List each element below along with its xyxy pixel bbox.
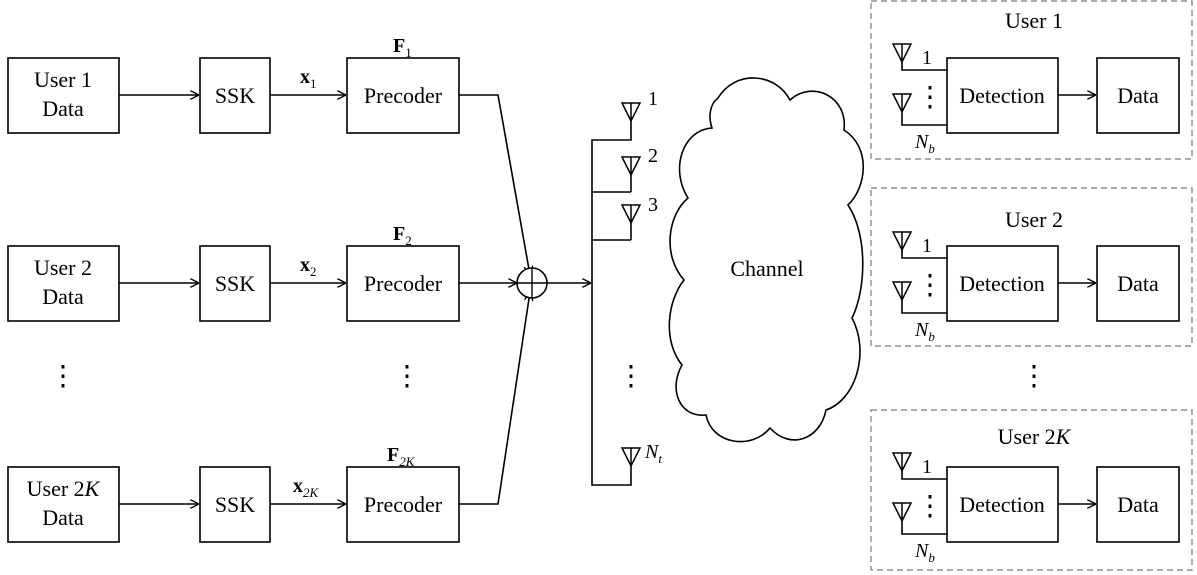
antenna-icon <box>891 502 913 523</box>
receivers-ellipsis: ⋮ <box>1020 361 1048 392</box>
channel-cloud: Channel <box>668 77 865 443</box>
antenna-icon <box>620 156 642 177</box>
matrix-f2: F2 <box>393 223 412 248</box>
matrix-f1: F1 <box>393 35 412 60</box>
ssk-label-1: SSK <box>215 83 255 108</box>
user-1-label: User 1 <box>34 67 92 92</box>
rx-feed-1 <box>901 250 947 259</box>
data-label-2k: Data <box>1117 492 1159 517</box>
rx-antenna-nb-label: Nb <box>914 319 935 344</box>
data-label-1: Data <box>1117 83 1159 108</box>
ssk-label-2k: SSK <box>215 492 255 517</box>
tx-antenna-ellipsis: ⋮ <box>617 361 645 392</box>
detection-label-1: Detection <box>959 83 1045 108</box>
precoder-box-2k <box>346 466 460 543</box>
antenna-icon <box>620 447 642 468</box>
rx-antenna-ellipsis: ⋮ <box>916 270 944 301</box>
tx-antenna-array: 1 2 3 ⋮ Nt <box>591 88 662 486</box>
rx-antenna-nb-label: Nb <box>914 131 935 156</box>
ssk-box-2 <box>199 245 271 322</box>
precoder-label-1: Precoder <box>364 83 443 108</box>
antenna-icon <box>891 231 913 252</box>
rx-antenna-1-label: 1 <box>922 47 932 69</box>
antenna-icon <box>620 204 642 225</box>
tx-antenna-3-label: 3 <box>648 194 658 216</box>
antenna-icon <box>891 43 913 64</box>
receiver-user-2k: User 2K 1 ⋮ Nb Detection Data <box>870 409 1193 571</box>
data-box-2 <box>1096 245 1180 322</box>
signal-x2: x2 <box>300 254 317 279</box>
channel-label: Channel <box>730 256 803 281</box>
receiver-frame-2k <box>870 409 1193 571</box>
user-2-data-label: Data <box>42 284 84 309</box>
precoder-label-2: Precoder <box>364 271 443 296</box>
antenna-feed-bus <box>591 121 632 486</box>
precoder-box-1 <box>346 57 460 134</box>
ssk-box-1 <box>199 57 271 134</box>
summation-node <box>516 267 548 299</box>
tx-antenna-2-label: 2 <box>648 145 658 167</box>
ssk-label-2: SSK <box>215 271 255 296</box>
receiver-2k-title: User 2K <box>998 424 1072 449</box>
receiver-user-2: User 2 1 ⋮ Nb Detection Data <box>870 187 1193 347</box>
detection-label-2: Detection <box>959 271 1045 296</box>
rx-antenna-ellipsis: ⋮ <box>916 491 944 522</box>
tx-chain-user-2: User 2 Data SSK x2 Precoder F2 <box>7 223 517 322</box>
detection-box-2k <box>946 466 1059 543</box>
user-2k-data-box <box>7 466 120 543</box>
tx-chain-user-2k: User 2K Data SSK x2K Precoder F2K <box>7 292 530 543</box>
precoder-label-2k: Precoder <box>364 492 443 517</box>
user-1-data-box <box>7 57 120 134</box>
rx-antenna-1-label: 1 <box>922 456 932 478</box>
user-2k-data-label: Data <box>42 505 84 530</box>
signal-x2k: x2K <box>293 475 320 500</box>
matrix-f2k: F2K <box>387 444 416 469</box>
data-label-2: Data <box>1117 271 1159 296</box>
rx-feed-1 <box>901 62 947 71</box>
receiver-2-title: User 2 <box>1005 207 1063 232</box>
precoder-ellipsis: ⋮ <box>393 361 421 392</box>
antenna-icon <box>891 281 913 302</box>
user-2-data-box <box>7 245 120 322</box>
user-1-data-label: Data <box>42 96 84 121</box>
rx-feed-nb <box>901 521 947 535</box>
detection-label-2k: Detection <box>959 492 1045 517</box>
rx-antenna-nb-label: Nb <box>914 540 935 565</box>
rx-antenna-1-label: 1 <box>922 235 932 257</box>
receiver-frame-1 <box>870 0 1193 160</box>
signal-x1: x1 <box>300 66 317 91</box>
precoder-box-2 <box>346 245 460 322</box>
receiver-1-title: User 1 <box>1005 8 1063 33</box>
antenna-icon <box>891 93 913 114</box>
rx-feed-nb <box>901 300 947 314</box>
tx-antenna-nt-label: Nt <box>644 441 662 466</box>
rx-antenna-ellipsis: ⋮ <box>916 82 944 113</box>
detection-box-1 <box>946 57 1059 134</box>
antenna-icon <box>891 452 913 473</box>
arrow-precoder2k-sum <box>459 292 530 505</box>
receiver-user-1: User 1 1 ⋮ Nb Detection Data <box>870 0 1193 160</box>
rx-feed-1 <box>901 471 947 480</box>
user-2k-label: User 2K <box>27 476 101 501</box>
ssk-box-2k <box>199 466 271 543</box>
tx-antenna-1-label: 1 <box>648 88 658 110</box>
receiver-frame-2 <box>870 187 1193 347</box>
tx-chain-user-1: User 1 Data SSK x1 Precoder F1 <box>7 35 530 275</box>
arrow-precoder1-sum <box>459 94 530 275</box>
data-box-1 <box>1096 57 1180 134</box>
user-2-label: User 2 <box>34 255 92 280</box>
rx-feed-nb <box>901 112 947 126</box>
antenna-icon <box>620 102 642 123</box>
users-ellipsis: ⋮ <box>49 361 77 392</box>
data-box-2k <box>1096 466 1180 543</box>
